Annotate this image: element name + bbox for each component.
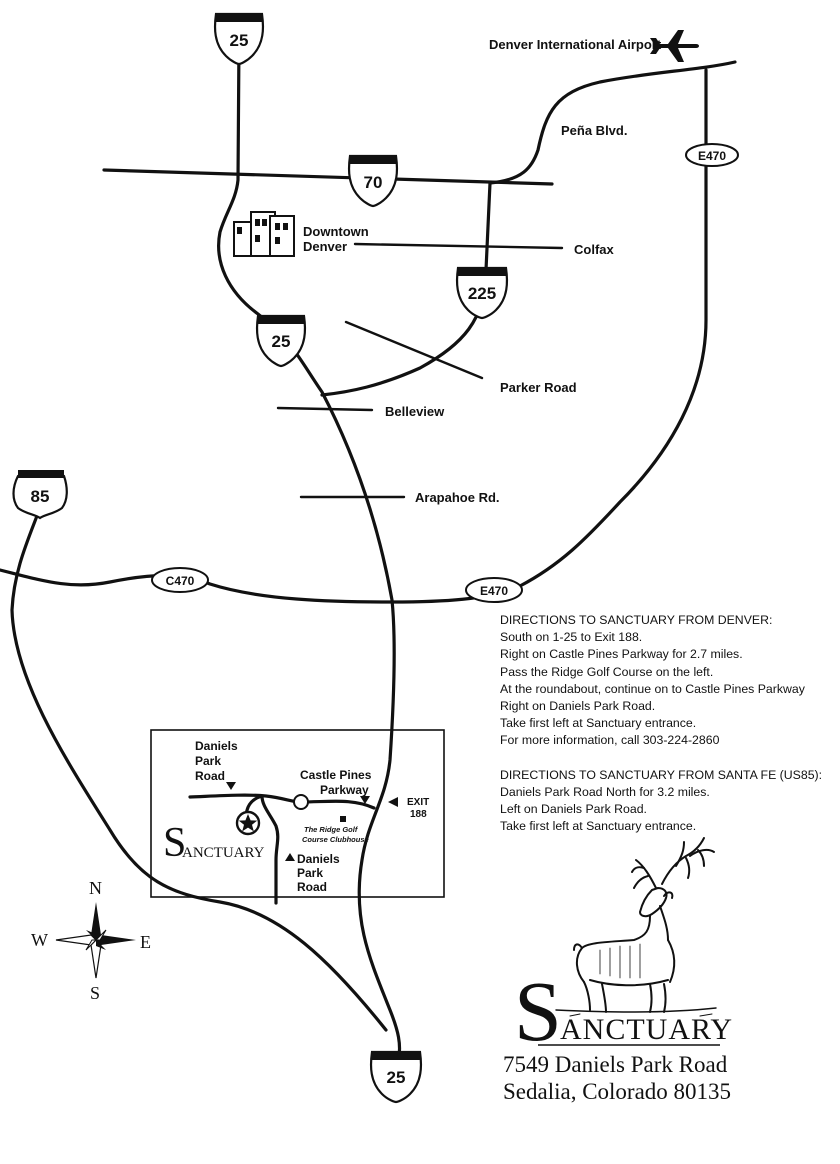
directions-heading-santa-fe: DIRECTIONS TO SANCTUARY FROM SANTA FE (U…	[500, 767, 823, 782]
directions-step: Right on Castle Pines Parkway for 2.7 mi…	[500, 647, 743, 662]
inset-clubhouse-1: The Ridge Golf	[304, 825, 359, 834]
directions-panel: DIRECTIONS TO SANCTUARY FROM DENVER: Sou…	[500, 612, 840, 852]
directions-phone: For more information, call 303-224-2860	[500, 733, 720, 748]
pena-blvd-road	[488, 60, 737, 185]
address-line-2: Sedalia, Colorado 80135	[503, 1079, 732, 1104]
exit-arrow-icon	[388, 797, 398, 807]
e470-road	[390, 68, 708, 604]
i225-number: 225	[468, 284, 496, 303]
e470-north-oval: E470	[685, 143, 739, 167]
i70-shield: 70	[347, 154, 399, 208]
belleview-road	[276, 406, 374, 412]
arapahoe-label: Arapahoe Rd.	[415, 490, 500, 505]
roundabout-icon	[293, 794, 309, 810]
inset-castle-pines-1: Castle Pines	[300, 768, 372, 782]
downtown-label-2: Denver	[303, 239, 347, 254]
i225-shield: 225	[455, 266, 509, 320]
daniels-top-arrow-icon	[226, 782, 236, 790]
daniels-bottom-arrow-icon	[285, 853, 295, 861]
castle-pines-parkway-road	[188, 793, 376, 810]
inset-daniels-bottom-2: Park	[297, 866, 323, 880]
address-line-1: 7549 Daniels Park Road	[503, 1052, 728, 1077]
i25-south-shield: 25	[369, 1050, 423, 1104]
inset-exit-2: 188	[410, 809, 427, 820]
directions-step: Right on Daniels Park Road.	[500, 699, 656, 714]
inset-daniels-bottom-3: Road	[297, 880, 327, 894]
address-block: 7549 Daniels Park Road Sedalia, Colorado…	[503, 1051, 833, 1105]
us85-number: 85	[31, 487, 50, 506]
sanctuary-star-icon	[235, 810, 261, 836]
compass-east: E	[140, 932, 151, 952]
i25-north-number: 25	[230, 31, 249, 50]
directions-step: Take first left at Sanctuary entrance.	[500, 716, 697, 731]
i25-road	[217, 38, 402, 1064]
airplane-icon	[650, 30, 699, 62]
directions-step: Take first left at Sanctuary entrance.	[500, 819, 697, 834]
e470-south-oval: E470	[465, 577, 523, 603]
directions-step: South on 1-25 to Exit 188.	[500, 630, 643, 645]
elk-logo-icon	[555, 837, 717, 1017]
downtown-label-1: Downtown	[303, 224, 369, 239]
inset-sanctuary-rest: ANCTUARY	[182, 845, 265, 861]
i25-south-number: 25	[387, 1068, 406, 1087]
inset-daniels-top-1: Daniels	[195, 739, 238, 753]
inset-castle-pines-2: Parkway	[320, 783, 369, 797]
directions-from-santa-fe: DIRECTIONS TO SANCTUARY FROM SANTA FE (U…	[500, 767, 840, 836]
directions-heading-denver: DIRECTIONS TO SANCTUARY FROM DENVER:	[500, 613, 773, 627]
inset-clubhouse-2: Course Clubhouse	[302, 835, 369, 844]
e470-north-label: E470	[698, 149, 726, 163]
belleview-label: Belleview	[385, 404, 445, 419]
i25-north-shield: 25	[213, 12, 265, 66]
downtown-buildings-icon	[233, 211, 295, 257]
castle-pines-arrow-icon	[360, 796, 370, 804]
compass-rose-icon: N S W E	[31, 878, 151, 1003]
colfax-road	[353, 242, 564, 250]
colfax-label: Colfax	[574, 242, 615, 257]
inset-daniels-bottom-1: Daniels	[297, 852, 340, 866]
brand-rest: ANCTUARY	[560, 1013, 733, 1046]
c470-label: C470	[166, 574, 195, 588]
directions-step: At the roundabout, continue on to Castle…	[500, 681, 805, 696]
compass-south: S	[90, 983, 100, 1003]
compass-north: N	[89, 878, 102, 898]
inset-map-frame	[150, 729, 445, 898]
c470-oval: C470	[151, 567, 209, 593]
pena-blvd-label: Peña Blvd.	[561, 123, 627, 138]
inset-daniels-top-2: Park	[195, 754, 221, 768]
parker-road-label: Parker Road	[500, 380, 577, 395]
clubhouse-marker-icon	[340, 816, 346, 822]
us85-road	[10, 506, 388, 1032]
daniels-park-road	[260, 794, 280, 905]
directions-step: Left on Daniels Park Road.	[500, 802, 647, 817]
e470-south-label: E470	[480, 584, 508, 598]
i25-mid-number: 25	[272, 332, 291, 351]
brand-initial: S	[514, 963, 562, 1059]
compass-west: W	[31, 930, 48, 950]
inset-exit-1: EXIT	[407, 797, 429, 808]
airport-label: Denver International Airport	[489, 37, 662, 52]
directions-from-denver: DIRECTIONS TO SANCTUARY FROM DENVER: Sou…	[500, 612, 840, 750]
i70-number: 70	[364, 173, 383, 192]
directions-step: Pass the Ridge Golf Course on the left.	[500, 664, 714, 679]
i25-mid-shield: 25	[255, 314, 307, 368]
us85-shield: 85	[12, 470, 68, 520]
inset-daniels-top-3: Road	[195, 769, 225, 783]
inset-sanctuary-initial: S	[163, 820, 186, 866]
i70-road	[102, 168, 554, 186]
directions-step: Daniels Park Road North for 3.2 miles.	[500, 784, 710, 799]
parker-road	[344, 320, 484, 380]
